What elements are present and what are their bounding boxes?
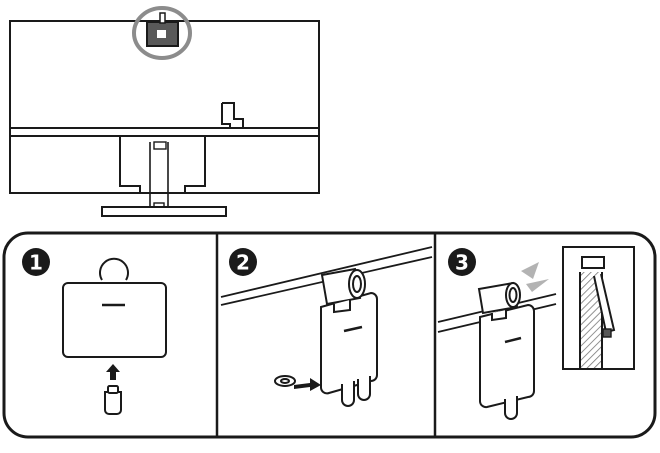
monitor-outline [9,20,320,194]
step-2-panel: 2 [220,246,433,407]
attach-webcam-to-mount-icon [62,257,167,415]
cable-port-outline [221,102,244,128]
step-1-number: 1 [29,251,43,275]
step-1-badge: 1 [22,248,50,276]
light-ray-icon-2 [526,279,549,292]
step-1-panel: 1 [22,248,167,415]
steps-panel-frame [2,231,657,439]
step-2-number: 2 [236,251,250,275]
monitor-cross-section-hatch [580,272,602,368]
step-3-panel: 3 [437,246,635,420]
side-view-inset [562,246,635,370]
step-3-badge: 3 [448,248,476,276]
light-ray-icon [521,262,539,279]
mounted-webcam-side-view-icon [437,262,557,420]
step-3-number: 3 [455,251,469,275]
stand-outline [119,137,206,194]
insert-cable-clip-icon [220,246,433,407]
steps-panel [2,231,657,439]
monitor-rear-view [9,12,320,217]
step-2-badge: 2 [229,248,257,276]
stand-base [101,206,227,217]
webcam-highlight-ring [132,6,192,60]
